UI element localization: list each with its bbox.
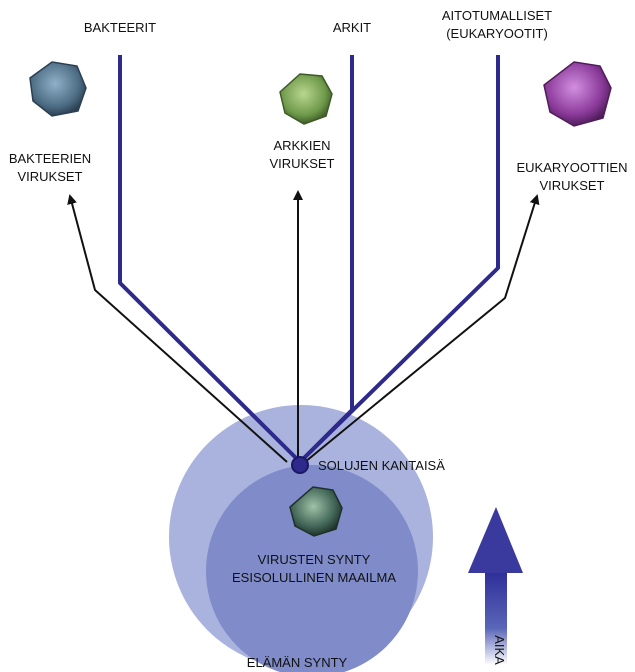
label-archaeal-viruses-line1: ARKKIEN: [273, 138, 330, 153]
label-eukaryotic-viruses-line1: EUKARYOOTTIEN: [516, 160, 627, 175]
eukaryotic-virus-arrow: [304, 194, 540, 463]
common-ancestor-node: [291, 456, 309, 474]
time-arrow-icon: [468, 507, 523, 665]
eukaryote-lineage: [298, 55, 500, 464]
bacteria-lineage: [118, 55, 302, 464]
label-bacteria: BAKTEERIT: [84, 20, 156, 35]
virus-particle-icon: [289, 486, 343, 537]
virus-particle-icon: [279, 73, 333, 125]
label-origin-of-life: ELÄMÄN SYNTY: [247, 655, 348, 670]
label-bacterial-viruses-line2: VIRUKSET: [17, 169, 82, 184]
label-bacterial-viruses-line1: BAKTEERIEN: [9, 151, 91, 166]
label-virus-origin-line1: VIRUSTEN SYNTY: [258, 552, 371, 567]
label-archaea: ARKIT: [333, 20, 371, 35]
label-eukaryotes-line1: AITOTUMALLISET: [442, 8, 552, 23]
label-archaeal-viruses-line2: VIRUKSET: [269, 156, 334, 171]
cell-lineages: [118, 55, 500, 464]
label-virus-origin-line2: ESISOLULLINEN MAAILMA: [232, 570, 396, 585]
label-eukaryotic-viruses-line2: VIRUKSET: [539, 178, 604, 193]
prebiotic-world-circle: [206, 465, 418, 672]
label-eukaryotes-line2: (EUKARYOOTIT): [446, 26, 548, 41]
virus-particle-icon: [29, 61, 87, 117]
label-time: AIKA: [492, 635, 507, 665]
virus-arrows: [67, 190, 540, 463]
virus-particle-icon: [543, 61, 612, 127]
label-common-ancestor: SOLUJEN KANTAISÄ: [318, 458, 445, 473]
bacterial-virus-arrow: [67, 194, 288, 463]
